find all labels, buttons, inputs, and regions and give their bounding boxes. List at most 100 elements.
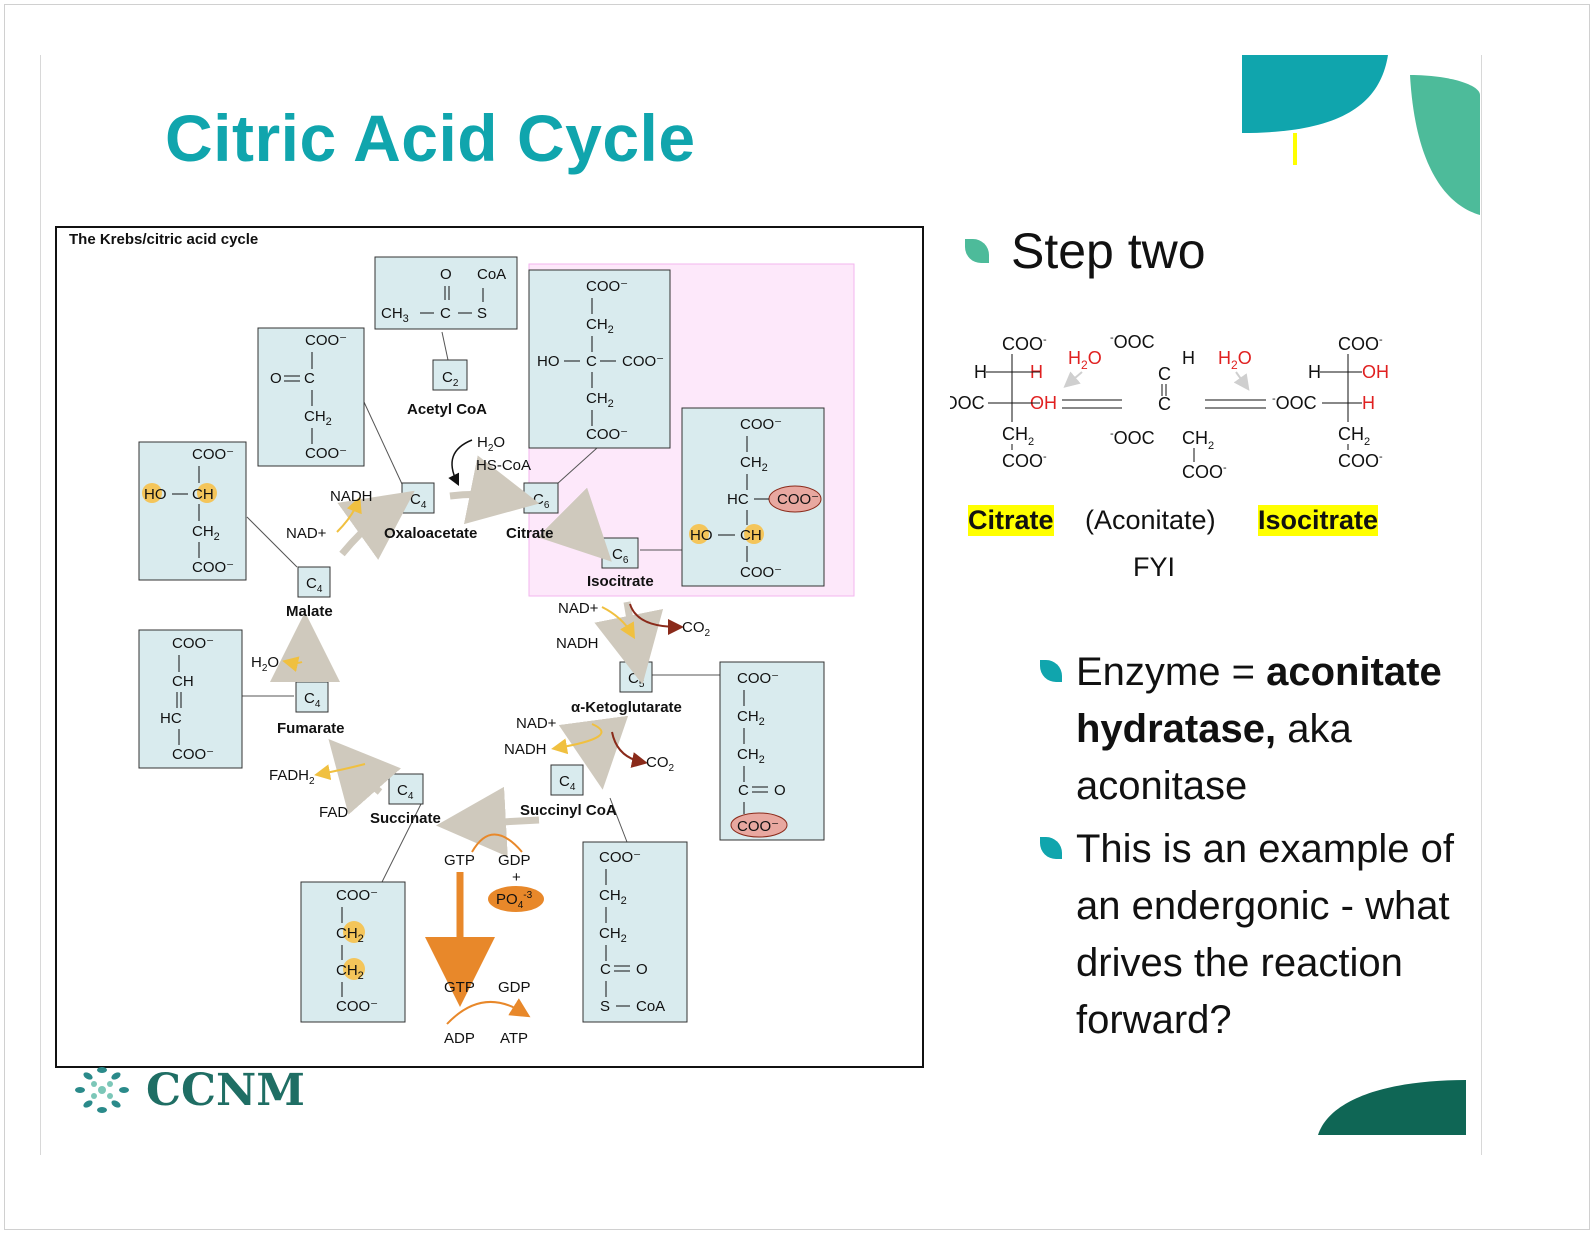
step-heading-text: Step two [1011,223,1206,279]
svg-text:COO⁻: COO⁻ [586,426,628,443]
svg-text:CH2: CH2 [599,925,627,945]
svg-text:CH: CH [172,673,194,690]
svg-text:-OOC: -OOC [1272,393,1317,413]
svg-text:NAD+: NAD+ [516,715,557,732]
svg-text:C: C [304,370,315,387]
svg-text:CoA: CoA [636,998,665,1015]
svg-text:CH2: CH2 [192,523,220,543]
svg-text:H: H [974,362,987,382]
leaf-bullet-icon [1040,660,1062,682]
leaf-bullet-icon [1040,837,1062,859]
svg-text:CH2: CH2 [304,408,332,428]
svg-text:H: H [1362,393,1375,413]
label-fyi: FYI [1133,552,1176,582]
svg-text:C: C [1158,364,1171,384]
svg-text:H2O: H2O [1068,348,1102,372]
svg-text:CO2: CO2 [682,619,711,639]
svg-text:ADP: ADP [444,1030,475,1047]
svg-text:-OOC: -OOC [1110,332,1155,352]
svg-text:COO⁻: COO⁻ [737,818,779,835]
svg-text:CH2: CH2 [1182,428,1214,452]
svg-text:-OOC: -OOC [950,393,985,413]
svg-text:COO-: COO- [1338,451,1383,471]
svg-text:COO⁻: COO⁻ [172,635,214,652]
svg-text:CO2: CO2 [646,754,675,774]
label-malate: Malate [286,603,333,620]
svg-text:H2O: H2O [251,654,279,674]
svg-text:S: S [477,305,487,322]
svg-text:CH: CH [192,486,214,503]
svg-text:NADH: NADH [556,635,599,652]
svg-text:GTP: GTP [444,979,475,996]
svg-text:NAD+: NAD+ [286,525,327,542]
svg-text:O: O [636,961,648,978]
svg-text:COO-: COO- [1002,451,1047,471]
corner-decoration-top [1242,55,1480,215]
svg-text:COO⁻: COO⁻ [305,445,347,462]
svg-text:GTP: GTP [444,852,475,869]
svg-text:NADH: NADH [330,488,373,505]
svg-text:COO⁻: COO⁻ [305,332,347,349]
svg-text:HC: HC [160,710,182,727]
svg-text:HC: HC [727,491,749,508]
label-citrate: Citrate [506,525,554,542]
svg-text:COO⁻: COO⁻ [740,416,782,433]
label-succinyl-coa: Succinyl CoA [520,802,617,819]
svg-text:CoA: CoA [477,266,506,283]
logo-text: CCNM [146,1064,305,1116]
svg-text:S: S [600,998,610,1015]
ccnm-logo: CCNM [70,1062,305,1118]
svg-text:NAD+: NAD+ [558,600,599,617]
svg-text:-OOC: -OOC [1110,428,1155,448]
label-fumarate: Fumarate [277,720,345,737]
label-isocitrate: Isocitrate [1258,505,1379,536]
svg-text:C: C [600,961,611,978]
svg-text:COO⁻: COO⁻ [737,670,779,687]
svg-text:OH: OH [1030,393,1057,413]
svg-text:HO: HO [144,486,167,503]
svg-text:GDP: GDP [498,979,531,996]
svg-text:COO-: COO- [1338,334,1383,354]
svg-text:NADH: NADH [504,741,547,758]
svg-text:FADH2: FADH2 [269,767,315,787]
svg-text:CH: CH [740,527,762,544]
aconitase-reaction-diagram: COO- H H -OOC OH CH2 COO- H2O -OOC H C C… [950,332,1389,482]
svg-text:CH2: CH2 [740,454,768,474]
svg-text:CH2: CH2 [586,390,614,410]
svg-text:O: O [440,266,452,283]
svg-text:C: C [738,782,749,799]
leaf-bullet-icon [965,239,989,263]
svg-text:CH2: CH2 [336,925,364,945]
svg-text:COO⁻: COO⁻ [336,998,378,1015]
svg-text:ATP: ATP [500,1030,528,1047]
svg-text:H: H [1308,362,1321,382]
label-oxaloacetate: Oxaloacetate [384,525,477,542]
svg-text:COO⁻: COO⁻ [192,559,234,576]
svg-text:OH: OH [1362,362,1389,382]
svg-text:CH2: CH2 [737,708,765,728]
svg-text:COO⁻: COO⁻ [192,446,234,463]
svg-text:CH2: CH2 [336,962,364,982]
svg-text:H2O: H2O [1218,348,1252,372]
svg-text:GDP: GDP [498,852,531,869]
svg-text:C: C [586,353,597,370]
svg-text:COO⁻: COO⁻ [586,278,628,295]
bullet-endergonic: This is an example of an endergonic - wh… [1040,821,1480,1049]
diagram-title: The Krebs/citric acid cycle [69,231,259,248]
svg-text:COO⁻: COO⁻ [740,564,782,581]
krebs-diagram-svg: O CoA CH3 C S COO⁻ O C CH2 COO⁻ [138,256,855,1047]
svg-text:CH2: CH2 [1338,424,1370,448]
krebs-cycle-diagram: The Krebs/citric acid cycle [55,226,924,1068]
label-acetyl-coa: Acetyl CoA [407,401,487,418]
slide-border [4,4,1590,1230]
svg-text:O: O [270,370,282,387]
step-heading: Step two [965,222,1206,280]
svg-text:+: + [512,869,521,886]
svg-text:COO⁻: COO⁻ [172,746,214,763]
svg-text:HS-CoA: HS-CoA [476,457,531,474]
slide-title: Citric Acid Cycle [165,101,696,175]
bullet-enzyme: Enzyme = aconitate hydratase, aka aconit… [1040,644,1480,815]
svg-text:CH3: CH3 [381,305,409,325]
svg-text:COO⁻: COO⁻ [599,849,641,866]
svg-text:H2O: H2O [477,434,505,454]
